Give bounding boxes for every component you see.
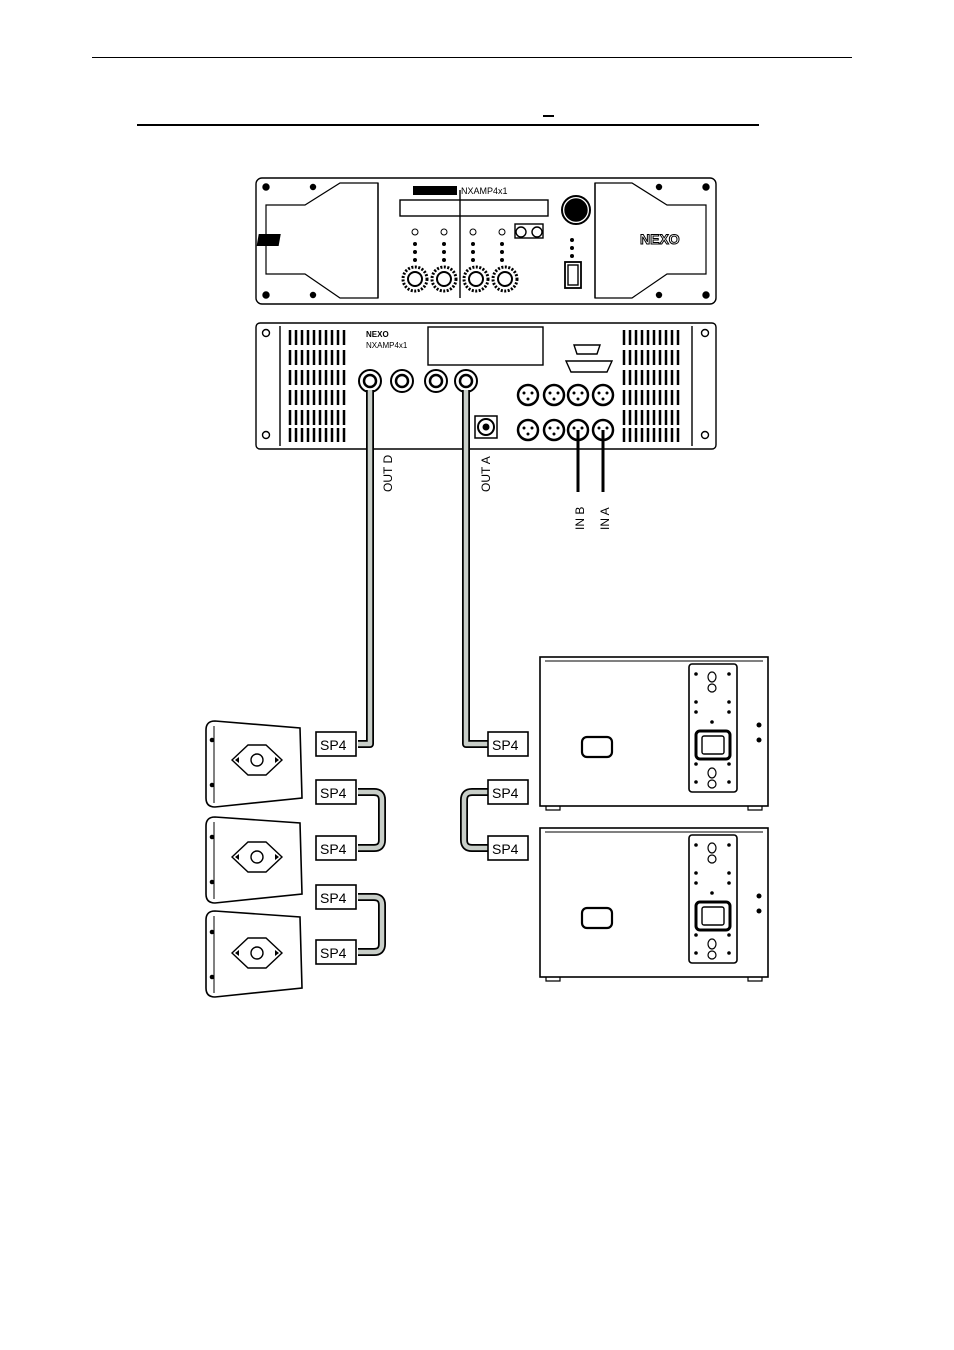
xlr-inputs	[516, 383, 615, 442]
front-brand-block	[413, 186, 457, 195]
sp4-connectors: SP4 SP4 SP4 SP4 SP4 SP4 SP4 SP4	[315, 731, 529, 965]
sp4-box	[487, 835, 529, 861]
sp4-box	[487, 779, 529, 805]
sp4-label: SP4	[492, 785, 519, 801]
label-in-b: IN B	[573, 507, 587, 530]
amp-front-panel	[255, 177, 717, 305]
output-cables	[358, 390, 490, 748]
top-cabinet	[205, 720, 303, 808]
sp4-label: SP4	[320, 841, 347, 857]
header-rule	[92, 57, 852, 58]
sp4-box	[315, 884, 357, 910]
input-cables	[576, 430, 605, 492]
label-out-d: OUT D	[381, 455, 395, 492]
front-nexo-logo: NEXO	[640, 231, 680, 247]
label-out-a: OUT A	[479, 456, 493, 492]
sp4-label: SP4	[320, 945, 347, 961]
gain-knobs	[401, 265, 519, 293]
link-cables	[358, 788, 490, 956]
title-underline	[137, 124, 759, 126]
sp4-label: SP4	[320, 890, 347, 906]
front-leds	[411, 228, 574, 262]
sp4-label: SP4	[320, 737, 347, 753]
top-cabinet	[205, 816, 303, 904]
sp4-box	[487, 731, 529, 757]
sp4-box	[315, 731, 357, 757]
title-dash	[543, 115, 554, 117]
front-model-label: NXAMP4x1	[461, 186, 508, 196]
sp4-box	[315, 779, 357, 805]
sp4-box	[315, 835, 357, 861]
sp4-label: SP4	[492, 841, 519, 857]
sub-cabinet	[539, 656, 769, 811]
rear-model-label: NXAMP4x1	[366, 341, 408, 350]
sp4-box	[315, 939, 357, 965]
front-badge	[256, 234, 281, 246]
sub-cabinet	[539, 827, 769, 982]
top-cabinet	[205, 910, 303, 998]
sp4-label: SP4	[492, 737, 519, 753]
label-in-a: IN A	[598, 507, 612, 530]
rear-nexo-logo: NEXO	[366, 330, 389, 339]
speakon-outputs	[358, 369, 498, 439]
sp4-label: SP4	[320, 785, 347, 801]
rear-vents	[288, 330, 680, 442]
